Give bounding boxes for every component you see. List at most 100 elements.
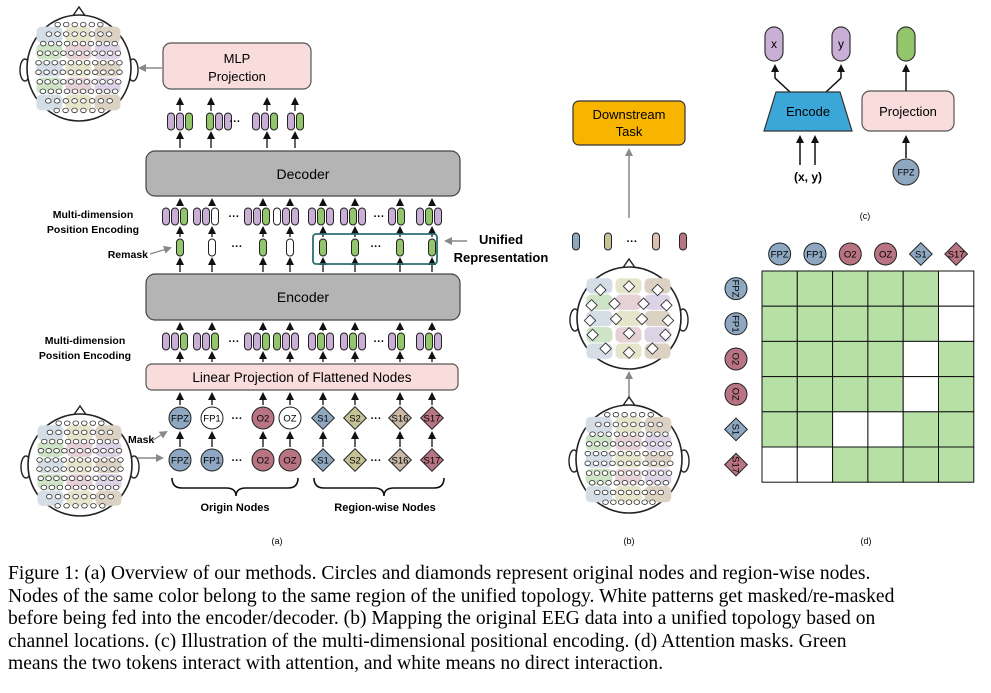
masked-node-ellipsis: ···	[371, 413, 382, 425]
downstream-task-box: Downstream Task	[572, 100, 686, 146]
masked-node-label: S16	[392, 414, 409, 425]
panel-d-label: (d)	[861, 536, 872, 546]
encoder-label: Encoder	[277, 289, 329, 305]
mask-label: Mask	[128, 434, 154, 446]
mlp-subtitle: Projection	[208, 69, 266, 84]
attention-cell	[902, 411, 940, 448]
downstream-line1: Downstream	[593, 107, 666, 122]
mdpe-label-top-2: Position Encoding	[47, 224, 139, 236]
remask-token	[428, 238, 436, 257]
attention-cell	[796, 270, 834, 307]
original-eeg-head	[568, 395, 690, 514]
column-token: OZ	[874, 242, 898, 266]
attention-cell	[832, 446, 869, 483]
panel-b-label: (b)	[624, 536, 635, 546]
input-node-label: S1	[317, 456, 329, 467]
attention-cell	[796, 305, 834, 342]
eeg-head-top-left	[19, 5, 139, 122]
remask-ellipsis: ···	[371, 241, 382, 253]
input-node: OZ	[278, 448, 302, 472]
unified-topology-head	[569, 257, 689, 370]
unified-label-1: Unified	[479, 232, 523, 247]
row-token-label: FP1	[730, 315, 741, 332]
masked-node: FP1	[200, 406, 224, 430]
decoder-pe-token	[180, 207, 188, 226]
masked-node-label: S2	[349, 414, 361, 425]
decoder-output-token	[224, 112, 232, 131]
attention-cell	[761, 376, 798, 413]
row-token-label: O2	[730, 353, 741, 366]
masked-node: OZ	[278, 406, 302, 430]
encoder-pe-token	[193, 332, 201, 351]
encoder-pe-token	[434, 332, 442, 351]
masked-node: S16	[387, 405, 413, 431]
decoder-pe-token	[434, 207, 442, 226]
row-token: S17	[723, 452, 749, 477]
attention-cell	[761, 270, 798, 307]
panel-c-label: (c)	[860, 211, 871, 221]
decoder-pe-token	[282, 207, 290, 226]
masked-node-label: O2	[257, 414, 270, 425]
encoder-pe-token	[317, 332, 325, 351]
decoder-pe-token	[162, 207, 170, 226]
input-node: S2	[342, 447, 368, 473]
encoder-pe-token	[388, 332, 396, 351]
input-node-label: S16	[392, 456, 409, 467]
attention-cell	[938, 340, 975, 378]
fpz-node-c: FPZ	[892, 158, 920, 186]
unified-token	[572, 232, 580, 251]
attention-cell	[832, 305, 869, 342]
decoder-pe-token	[171, 207, 179, 226]
origin-nodes-brace	[171, 477, 299, 497]
decoder-pe-ellipsis: ···	[374, 211, 385, 223]
mdpe-label-bottom-1: Multi-dimension	[45, 335, 126, 347]
masked-node-label: FP1	[203, 414, 220, 425]
decoder-pe-token	[253, 207, 261, 226]
attention-cell	[832, 340, 869, 378]
input-node: S16	[387, 447, 413, 473]
input-node-label: FPZ	[171, 456, 189, 467]
column-token: O2	[838, 242, 862, 266]
caption-line-1: Figure 1: (a) Overview of our methods. C…	[8, 563, 871, 584]
row-token: OZ	[724, 382, 748, 406]
row-token: FPZ	[724, 277, 748, 301]
encode-trapezoid: Encode	[763, 91, 853, 132]
decoder-output-token	[185, 112, 193, 131]
attention-cell	[832, 270, 869, 307]
attention-cell	[902, 305, 940, 342]
column-token-label: FPZ	[771, 250, 789, 261]
linear-projection-box: Linear Projection of Flattened Nodes	[145, 363, 459, 391]
attention-cell	[832, 411, 869, 448]
decoder-pe-token	[244, 207, 252, 226]
decoder-pe-token	[193, 207, 201, 226]
decoder-pe-token	[262, 207, 270, 226]
input-node-label: S17	[424, 456, 441, 467]
attention-cell	[832, 376, 869, 413]
input-node-label: FP1	[203, 456, 220, 467]
xy-input-label: (x, y)	[794, 170, 822, 184]
column-token: S17	[944, 241, 969, 267]
caption-line-3: before being fed into the encoder/decode…	[8, 608, 876, 630]
figure-1: MLP Projection ····················· Dec…	[19, 5, 975, 546]
input-node-label: O2	[257, 456, 270, 467]
decoder-output-token	[252, 112, 260, 131]
attention-cell	[867, 376, 904, 413]
column-token-label: FP1	[806, 250, 823, 261]
attention-cell	[796, 446, 834, 483]
remask-label: Remask	[108, 249, 148, 261]
masked-node: S17	[419, 405, 445, 431]
masked-node-label: OZ	[283, 414, 296, 425]
remask-token	[259, 238, 267, 257]
attention-cell	[902, 270, 940, 307]
panel-a-token-stacks: ·····················	[162, 97, 442, 362]
panel-b: Downstream Task Unified Representation ·…	[444, 100, 690, 546]
encoder-pe-token	[253, 332, 261, 351]
attention-cell	[867, 340, 904, 378]
encoder-pe-token	[171, 332, 179, 351]
decoder-pe-token	[397, 207, 405, 226]
encoder-pe-token	[211, 332, 219, 351]
encoder-pe-token	[162, 332, 170, 351]
unified-token	[652, 232, 660, 251]
